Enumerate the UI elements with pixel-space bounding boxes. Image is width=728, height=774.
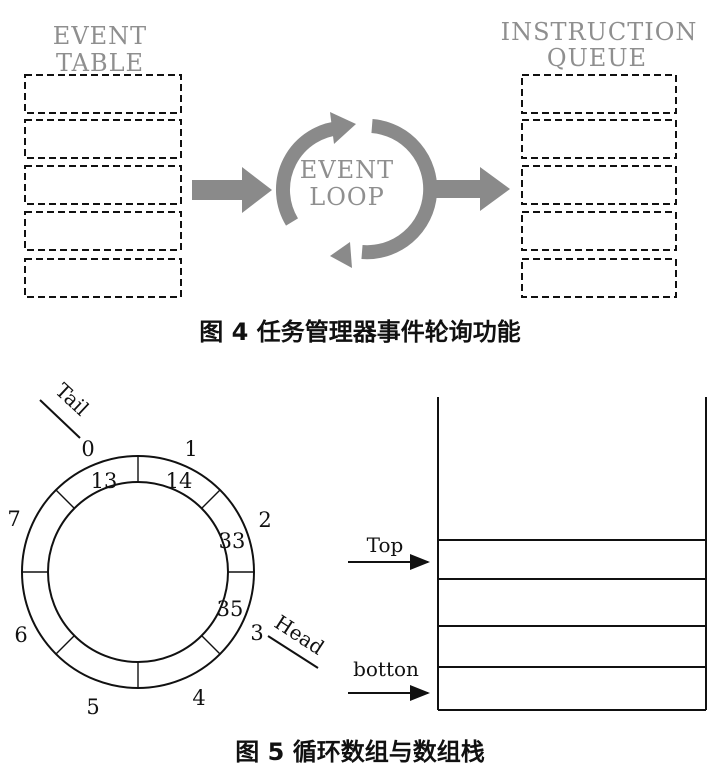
figure-4-caption: 图 4 任务管理器事件轮询功能 xyxy=(199,318,520,346)
index-label-3: 3 xyxy=(250,621,263,645)
top-label: Top xyxy=(367,533,404,557)
circular-array xyxy=(21,455,255,689)
array-stack xyxy=(437,397,707,711)
event-table xyxy=(24,74,182,298)
tail-pointer-line xyxy=(39,399,81,439)
event-loop-title-line2: LOOP xyxy=(309,183,384,211)
loop-arrowhead-top xyxy=(330,112,356,144)
loop-arrowhead-bottom xyxy=(330,242,352,268)
event-table-title-line2: TABLE xyxy=(56,49,144,77)
ring-inner xyxy=(47,481,229,663)
figure-5-caption: 图 5 循环数组与数组栈 xyxy=(235,738,484,766)
head-label: Head xyxy=(270,610,329,660)
event-loop-cycle: EVENT LOOP xyxy=(276,112,438,268)
figure-4: EVENT TABLE EVENT LOOP INSTRUCTION xyxy=(24,18,698,346)
head-pointer-line xyxy=(267,635,319,669)
loop-arc-left xyxy=(276,121,341,226)
instruction-queue-slot xyxy=(521,258,677,298)
index-label-6: 6 xyxy=(14,623,27,647)
slot-value-35: 35 xyxy=(217,597,244,621)
arrow-to-event-loop xyxy=(192,167,272,213)
index-label-5: 5 xyxy=(86,695,99,719)
index-label-4: 4 xyxy=(192,686,205,710)
bottom-label: botton xyxy=(353,657,419,681)
event-loop-title-line1: EVENT xyxy=(300,156,394,184)
instruction-queue-slot xyxy=(521,211,677,251)
slot-value-14: 14 xyxy=(166,469,193,493)
instruction-queue-slot xyxy=(521,119,677,159)
index-label-2: 2 xyxy=(258,508,271,532)
index-label-1: 1 xyxy=(184,437,197,461)
instruction-queue xyxy=(521,74,677,298)
figure-5: 0 1 2 3 4 5 6 7 13 14 33 35 Tail Head To… xyxy=(7,378,707,766)
event-table-slot xyxy=(24,258,182,298)
instruction-queue-title-line2: QUEUE xyxy=(547,44,647,72)
ring-dividers xyxy=(22,456,254,688)
index-label-7: 7 xyxy=(7,507,20,531)
event-table-slot xyxy=(24,165,182,205)
slot-value-13: 13 xyxy=(91,469,118,493)
tail-label: Tail xyxy=(51,378,94,420)
slot-value-33: 33 xyxy=(219,529,246,553)
index-label-0: 0 xyxy=(81,437,94,461)
event-table-slot xyxy=(24,119,182,159)
instruction-queue-slot xyxy=(521,74,677,114)
event-table-title-line1: EVENT xyxy=(53,22,147,50)
event-table-slot xyxy=(24,74,182,114)
arrow-to-instruction-queue xyxy=(426,167,510,211)
instruction-queue-slot xyxy=(521,165,677,205)
instruction-queue-title-line1: INSTRUCTION xyxy=(501,18,698,46)
event-table-slot xyxy=(24,211,182,251)
